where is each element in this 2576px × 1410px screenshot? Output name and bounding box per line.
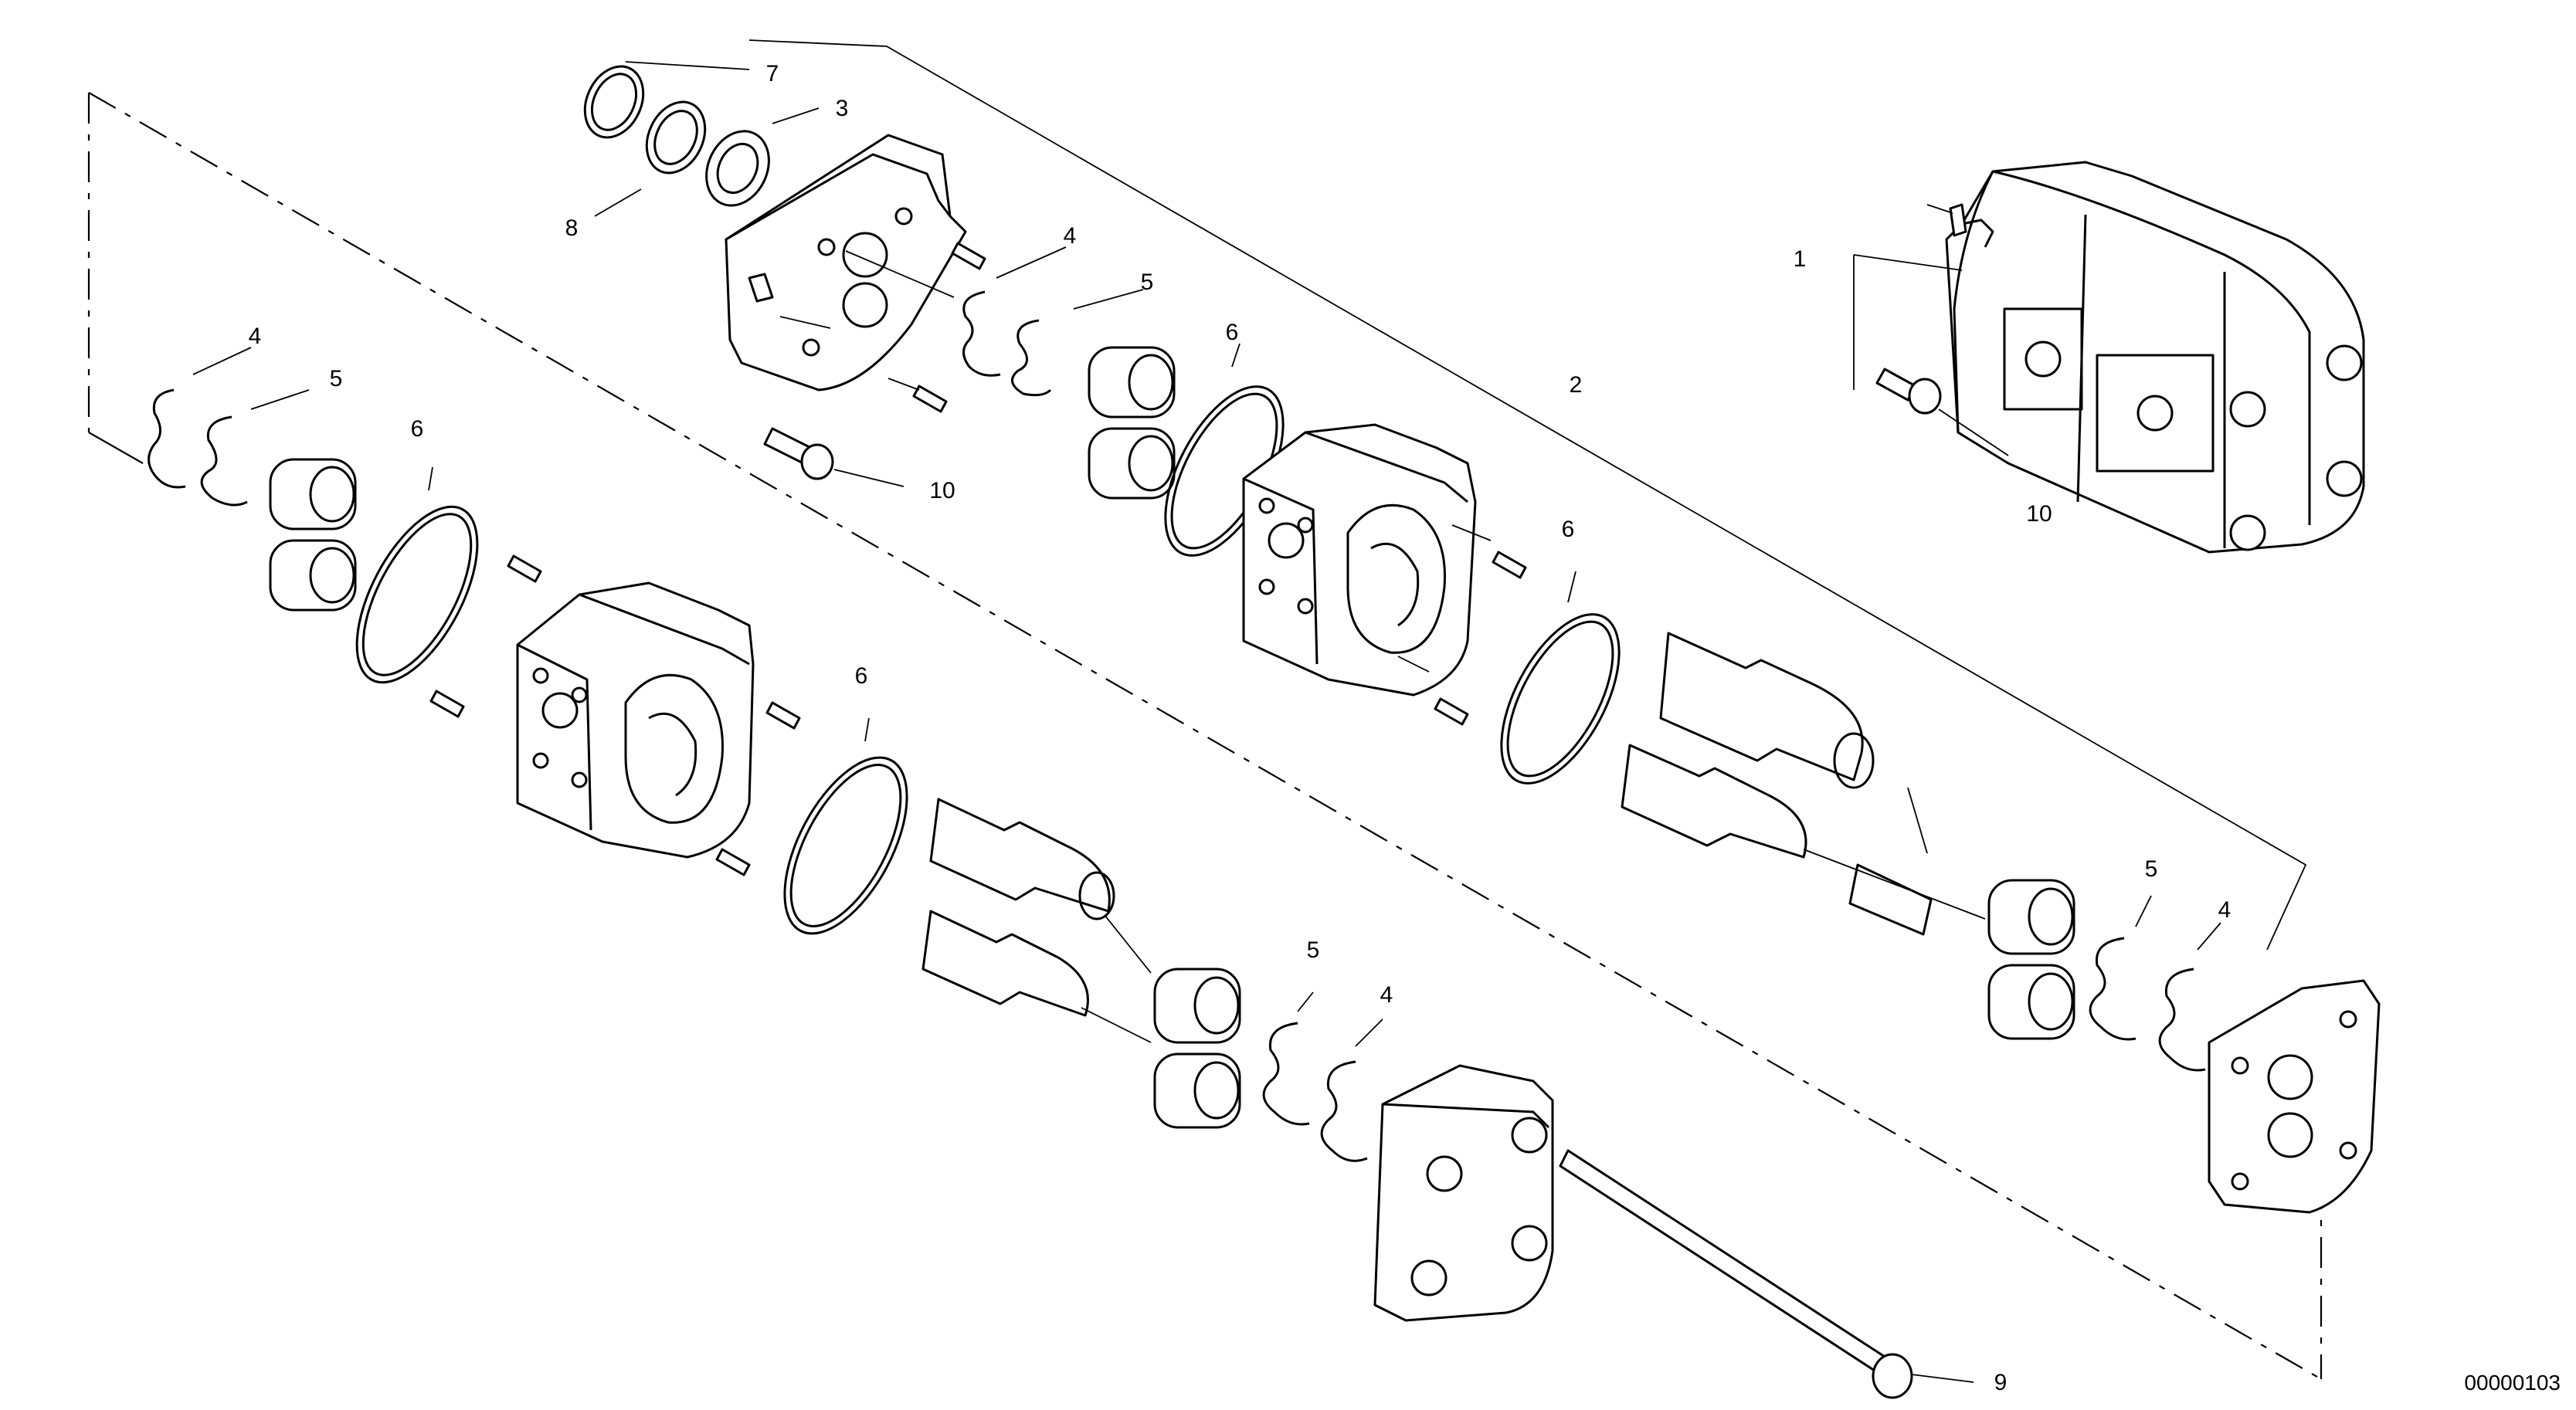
drawing-number: 00000103	[2464, 1371, 2561, 1395]
housing-upper	[1242, 423, 1492, 697]
callout-4-left: 4	[249, 324, 262, 349]
callout-4-top: 4	[1064, 223, 1077, 249]
bushings-bottom	[1153, 968, 1241, 1129]
callout-labels: 1 2 3 4 4 4 4 5 5 5 5 6 6 6 6 7 8 9 10 1…	[249, 61, 2232, 1395]
callout-5-left: 5	[330, 366, 343, 391]
callout-6-left: 6	[411, 416, 424, 442]
rear-end-cover	[1373, 1064, 1554, 1322]
bolt-10-right	[1875, 368, 2009, 456]
bushings-top	[1088, 346, 1176, 500]
clips-4-5-right	[2089, 895, 2221, 1072]
bushings-left	[269, 458, 357, 612]
dowel-pins-lower	[429, 551, 1527, 876]
callout-6-mid: 6	[1562, 517, 1575, 542]
callout-6-top: 6	[1226, 320, 1239, 345]
front-flange-cover	[725, 134, 967, 391]
callout-4-bottom: 4	[1380, 982, 1393, 1008]
callout-5-top: 5	[1141, 269, 1154, 295]
clips-4-5-top	[962, 246, 1144, 397]
callout-9: 9	[1994, 1370, 2008, 1395]
gear-shafts-right	[1621, 632, 1986, 936]
callout-3: 3	[836, 96, 849, 121]
gear-shafts-left	[921, 798, 1152, 1043]
callout-10-right: 10	[2026, 501, 2052, 527]
callout-6-lower: 6	[855, 663, 868, 689]
callout-8: 8	[565, 215, 579, 241]
bushings-right	[1987, 879, 2075, 1040]
callout-4-right: 4	[2218, 897, 2232, 923]
o-rings	[355, 343, 1621, 935]
tie-bolt-9	[1559, 1149, 1974, 1399]
top-seal-group	[583, 61, 820, 217]
bolt-10-top	[763, 427, 904, 487]
callout-1: 1	[1794, 246, 1807, 272]
clips-4-5-left	[148, 347, 310, 507]
callout-5-right: 5	[2145, 856, 2158, 882]
housing-lower	[516, 581, 755, 859]
callout-10-top: 10	[929, 478, 955, 503]
assembled-pump	[1853, 161, 2365, 554]
callout-5-bottom: 5	[1307, 937, 1320, 963]
clips-4-5-bottom	[1262, 991, 1383, 1162]
callout-7: 7	[766, 61, 779, 86]
callout-2: 2	[1570, 372, 1583, 398]
dowel-pins-top	[888, 242, 986, 413]
end-plate-right	[2208, 979, 2381, 1214]
